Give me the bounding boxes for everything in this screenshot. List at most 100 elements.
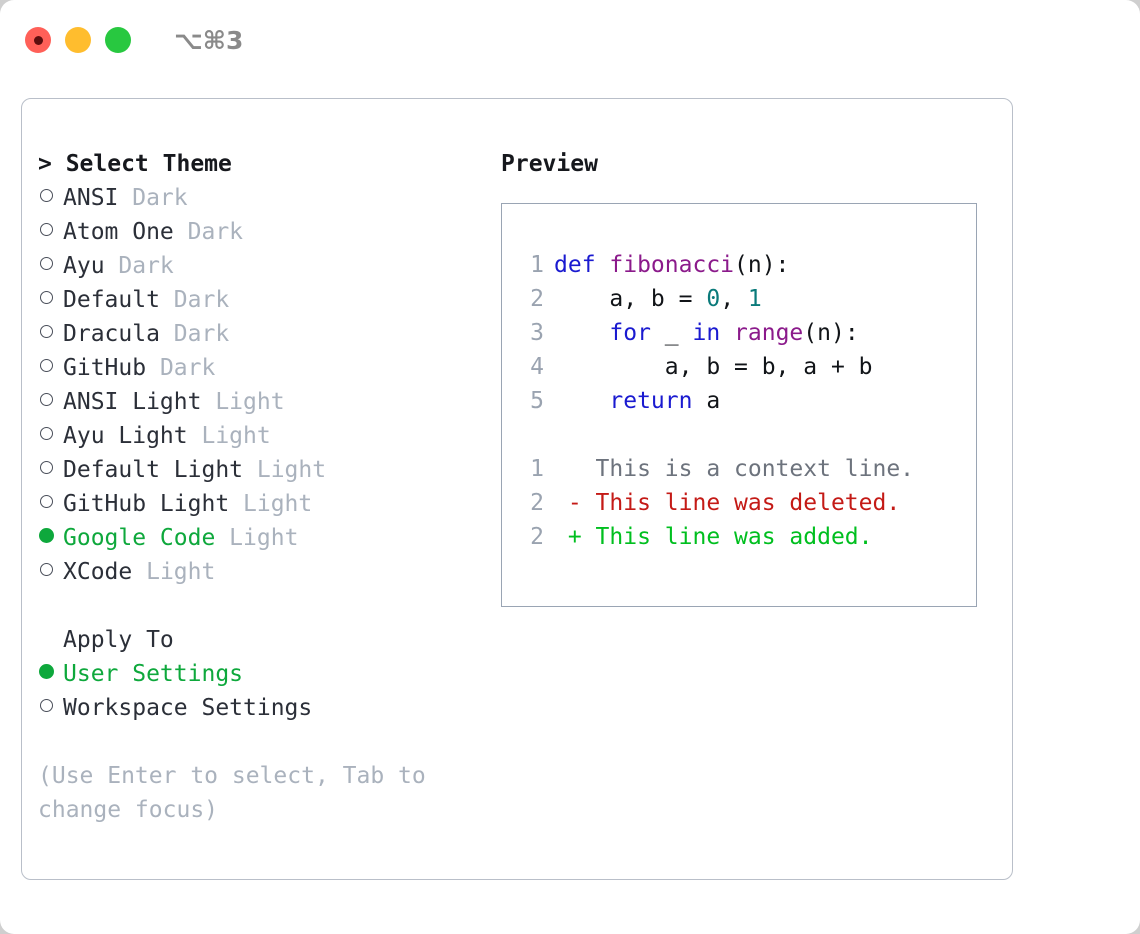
radio-mark — [40, 189, 53, 202]
line-content: - This line was deleted. — [544, 490, 900, 516]
apply-option-1[interactable]: Workspace Settings — [38, 691, 498, 725]
token-kw: for — [609, 320, 651, 346]
option-label: GitHub Light — [63, 491, 230, 517]
theme-option-3[interactable]: Default Dark — [38, 283, 498, 317]
token-txt: a, b = b, a + b — [554, 354, 873, 380]
option-label: Workspace Settings — [63, 695, 313, 721]
line-content: + This line was added. — [544, 524, 873, 550]
option-kind-label: Light — [201, 389, 285, 415]
theme-option-11[interactable]: XCode Light — [38, 555, 498, 589]
line-number: 1 — [530, 252, 544, 278]
line-content: for _ in range(n): — [544, 320, 858, 346]
token-ctx: This is a context line. — [554, 456, 915, 482]
token-num: 1 — [747, 286, 762, 312]
theme-option-0[interactable]: ANSI Dark — [38, 181, 498, 215]
option-label: Google Code — [63, 525, 216, 551]
option-label: ANSI — [63, 185, 119, 211]
maximize-button[interactable] — [105, 27, 131, 53]
option-kind-label: Light — [187, 423, 271, 449]
preview-title: Preview — [501, 151, 598, 177]
token-txt: _ — [650, 320, 693, 346]
option-kind-label: Dark — [104, 253, 174, 279]
theme-option-2[interactable]: Ayu Dark — [38, 249, 498, 283]
window-titlebar: ⌥⌘3 — [0, 0, 1140, 80]
token-txt — [554, 388, 609, 414]
radio-mark — [40, 495, 53, 508]
radio-mark — [40, 393, 53, 406]
code-line-3: 4 a, b = b, a + b — [520, 350, 976, 384]
option-label: Atom One — [63, 219, 174, 245]
window-controls — [25, 27, 131, 53]
theme-option-5[interactable]: GitHub Dark — [38, 351, 498, 385]
theme-option-9[interactable]: GitHub Light Light — [38, 487, 498, 521]
token-fn: fibonacci — [609, 252, 735, 278]
line-content: def fibonacci(n): — [544, 252, 789, 278]
recording-indicator-dot — [33, 35, 43, 45]
option-label: Default Light — [63, 457, 244, 483]
line-number: 3 — [530, 320, 544, 346]
token-txt — [554, 320, 609, 346]
option-label: User Settings — [63, 661, 244, 687]
line-content: This is a context line. — [544, 456, 915, 482]
line-number: 4 — [530, 354, 544, 380]
token-del: - This line was deleted. — [554, 490, 901, 516]
apply-option-0[interactable]: User Settings — [38, 657, 498, 691]
diff-line-2: 2 + This line was added. — [520, 520, 976, 554]
token-fn: range — [734, 320, 804, 346]
option-kind-label: Dark — [118, 185, 188, 211]
line-content: return a — [544, 388, 720, 414]
radio-mark — [40, 699, 53, 712]
radio-mark — [40, 461, 53, 474]
option-label: ANSI Light — [63, 389, 202, 415]
option-label: XCode — [63, 559, 133, 585]
code-line-1: 2 a, b = 0, 1 — [520, 282, 976, 316]
code-line-4: 5 return a — [520, 384, 976, 418]
radio-mark — [40, 359, 53, 372]
theme-option-4[interactable]: Dracula Dark — [38, 317, 498, 351]
theme-option-6[interactable]: ANSI Light Light — [38, 385, 498, 419]
token-kw: def — [554, 252, 610, 278]
line-number: 5 — [530, 388, 544, 414]
theme-option-8[interactable]: Default Light Light — [38, 453, 498, 487]
line-number: 1 — [530, 456, 544, 482]
list-spacer — [38, 589, 498, 623]
radio-mark — [40, 325, 53, 338]
line-content: a, b = b, a + b — [544, 354, 873, 380]
apply-to-header: Apply To — [63, 627, 174, 653]
theme-option-7[interactable]: Ayu Light Light — [38, 419, 498, 453]
option-kind-label: Light — [243, 457, 327, 483]
theme-option-1[interactable]: Atom One Dark — [38, 215, 498, 249]
token-txt: , — [720, 286, 748, 312]
radio-mark — [39, 664, 54, 679]
token-add: + This line was added. — [554, 524, 873, 550]
option-label: Ayu Light — [63, 423, 188, 449]
radio-mark — [39, 528, 54, 543]
radio-mark — [40, 563, 53, 576]
diff-line-0: 1 This is a context line. — [520, 452, 976, 486]
option-kind-label: Dark — [146, 355, 216, 381]
radio-mark — [40, 291, 53, 304]
minimize-button[interactable] — [65, 27, 91, 53]
option-kind-label: Light — [229, 491, 313, 517]
option-label: Ayu — [63, 253, 105, 279]
radio-mark — [40, 223, 53, 236]
code-line-2: 3 for _ in range(n): — [520, 316, 976, 350]
theme-option-10[interactable]: Google Code Light — [38, 521, 498, 555]
keyboard-hint-text: (Use Enter to select, Tab to change focu… — [38, 763, 440, 823]
token-num: 0 — [706, 286, 721, 312]
token-txt: a — [692, 388, 721, 414]
close-button[interactable] — [25, 27, 51, 53]
option-kind-label: Dark — [159, 287, 230, 313]
token-kw: return — [609, 388, 693, 414]
option-kind-label: Dark — [173, 219, 244, 245]
